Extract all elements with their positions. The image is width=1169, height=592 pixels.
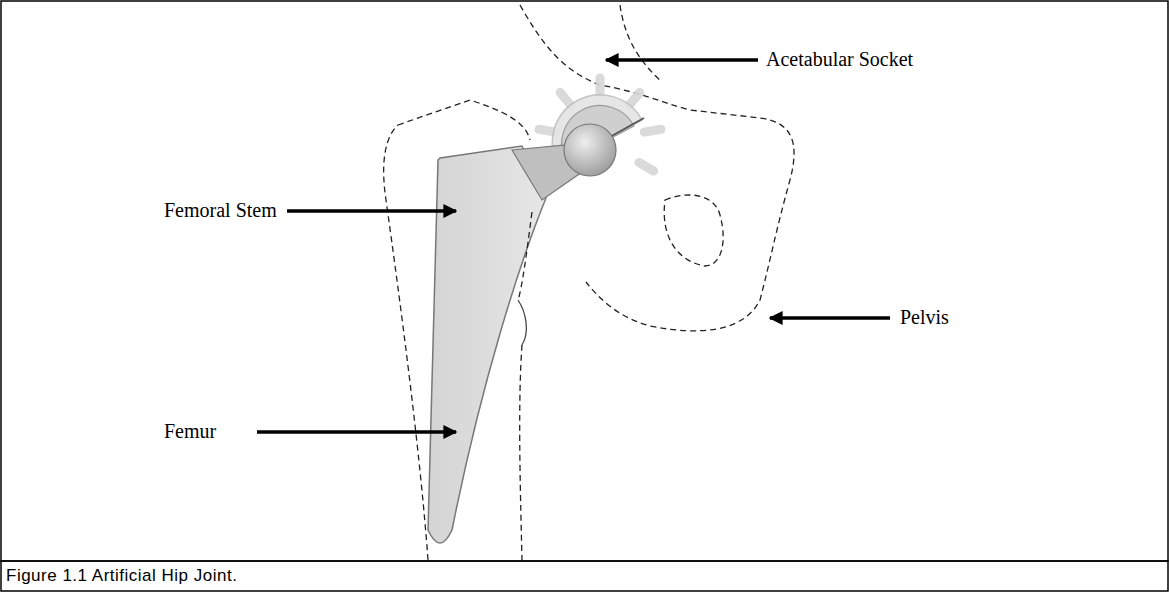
part-label: Pelvis <box>900 306 949 328</box>
leader-arrow <box>257 430 456 434</box>
obturator-hole <box>664 195 723 266</box>
femoral-head <box>564 124 616 176</box>
leader-arrows <box>257 60 890 432</box>
leader-arrow <box>770 316 890 320</box>
figure-caption: Figure 1.1 Artificial Hip Joint. <box>6 566 237 586</box>
part-label: Femur <box>164 420 216 442</box>
figure-frame <box>1 1 1168 561</box>
caption-frame <box>1 561 1168 591</box>
part-label: Acetabular Socket <box>766 48 913 70</box>
femur-outline <box>384 125 532 560</box>
part-label: Femoral Stem <box>164 199 277 221</box>
leader-arrow <box>606 58 758 62</box>
femoral-stem <box>428 146 546 543</box>
leader-arrow <box>287 209 456 213</box>
